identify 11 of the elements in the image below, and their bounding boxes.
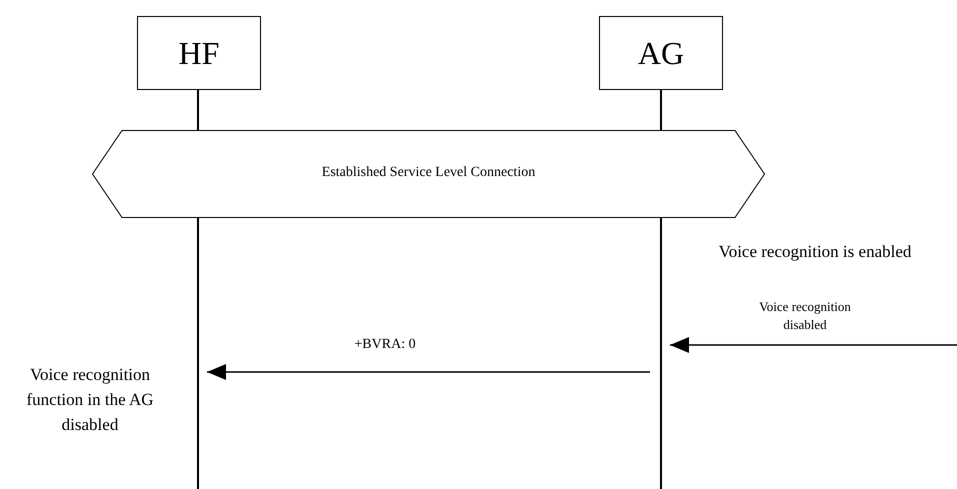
participant-box <box>137 16 261 90</box>
state-note: Voice recognition function in the AG disabled <box>25 364 154 436</box>
participant-label: HF <box>178 37 220 69</box>
message-label: +BVRA: 0 <box>353 336 417 354</box>
message-arrow <box>207 364 650 380</box>
message-label: Voice recognition disabled <box>758 298 852 334</box>
participant-box <box>599 16 723 90</box>
participant-label: AG <box>638 37 684 69</box>
message-arrow <box>670 337 957 353</box>
state-note: Voice recognition is enabled <box>718 241 912 263</box>
band-label: Established Service Level Connection <box>322 164 536 182</box>
